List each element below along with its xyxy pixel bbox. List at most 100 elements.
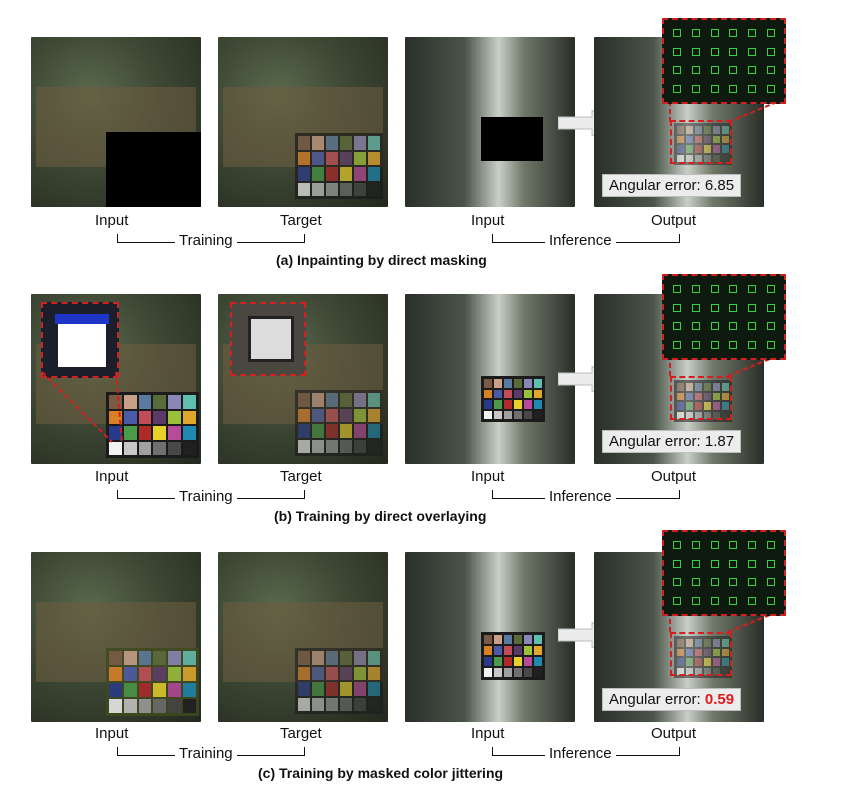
checker-patch <box>368 682 380 696</box>
checker-patch <box>168 683 182 697</box>
checker-patch <box>534 400 542 409</box>
checker-patch <box>312 151 324 165</box>
checker-patch <box>677 639 684 647</box>
zoom-patch <box>766 541 775 550</box>
checker-patch <box>340 666 352 680</box>
checker-patch <box>713 392 720 400</box>
checker-patch <box>686 126 693 134</box>
checker-patch <box>312 167 324 181</box>
checker-patch <box>354 151 366 165</box>
checker-patch <box>484 668 492 677</box>
zoom-patch <box>691 541 700 550</box>
checker-patch <box>153 683 167 697</box>
zoom-source-box <box>670 632 732 676</box>
checker-patch <box>677 154 684 162</box>
checker-patch <box>695 667 702 675</box>
zoom-patch <box>673 29 682 38</box>
checker-patch <box>138 667 152 681</box>
checker-patch <box>695 126 702 134</box>
checker-patch <box>722 383 729 391</box>
checker-patch <box>183 651 196 665</box>
checker-patch <box>340 151 352 165</box>
angular-error-prefix: Angular error: <box>609 691 705 708</box>
checker-patch <box>312 393 324 407</box>
checker-patch <box>722 648 729 656</box>
color-checker <box>106 392 199 458</box>
checker-patch <box>123 683 137 697</box>
checker-patch <box>713 126 720 134</box>
zoom-patch <box>673 322 682 331</box>
checker-patch <box>514 379 522 388</box>
checker-patch <box>514 389 522 398</box>
zoom-patch <box>766 322 775 331</box>
checker-patch <box>326 439 338 453</box>
caption-c: (c) Training by masked color jittering <box>258 765 504 781</box>
checker-patch <box>686 392 693 400</box>
checker-patch <box>298 167 310 181</box>
row-c-training-target-image <box>218 552 388 722</box>
checker-patch <box>677 648 684 656</box>
checker-patch <box>704 145 711 153</box>
checker-patch <box>686 411 693 419</box>
checker-patch <box>168 395 182 409</box>
zoom-patch <box>747 559 756 568</box>
checker-patch <box>484 410 492 419</box>
angular-error-value: 1.87 <box>704 433 735 450</box>
checker-patch <box>677 135 684 143</box>
checker-patch <box>514 646 522 655</box>
checker-patch <box>713 648 720 656</box>
zoom-patch <box>747 541 756 550</box>
checker-patch <box>298 651 310 665</box>
checker-patch <box>153 410 167 424</box>
mask-region <box>481 117 543 161</box>
zoom-patch <box>729 578 738 587</box>
color-checker <box>481 376 545 422</box>
checker-patch <box>326 393 338 407</box>
checker-patch <box>326 682 338 696</box>
row-a-training-target-image <box>218 37 388 207</box>
checker-patch <box>183 667 196 681</box>
training-target-label: Target <box>280 212 322 229</box>
training-input-label: Input <box>95 725 129 742</box>
training-bracket-label: Training <box>175 232 237 249</box>
inference-bracket-label: Inference <box>545 232 616 249</box>
checker-patch <box>368 182 380 196</box>
zoom-patch <box>729 596 738 605</box>
angular-error-badge: Angular error: 1.87 <box>602 430 742 453</box>
checker-patch <box>686 667 693 675</box>
checker-patch <box>168 667 182 681</box>
zoom-patch <box>710 303 719 312</box>
checker-patch <box>504 635 512 644</box>
checker-patch <box>109 683 122 697</box>
checker-patch <box>514 635 522 644</box>
zoom-patch <box>710 559 719 568</box>
checker-patch <box>686 145 693 153</box>
training-target-label: Target <box>280 468 322 485</box>
inference-bracket-label: Inference <box>545 488 616 505</box>
overlay-inset <box>41 302 119 378</box>
checker-patch <box>326 697 338 711</box>
zoom-patch <box>691 29 700 38</box>
zoom-patch <box>766 84 775 93</box>
checker-patch <box>123 651 137 665</box>
zoomed-patch-grid <box>662 530 786 616</box>
color-checker <box>674 123 732 165</box>
checker-patch <box>298 424 310 438</box>
checker-patch <box>340 682 352 696</box>
zoom-patch <box>729 322 738 331</box>
checker-patch <box>354 439 366 453</box>
checker-patch <box>123 410 137 424</box>
color-checker <box>481 632 545 680</box>
zoom-patch <box>710 541 719 550</box>
checker-patch <box>686 135 693 143</box>
checker-patch <box>713 154 720 162</box>
checker-patch <box>514 400 522 409</box>
checker-patch <box>704 383 711 391</box>
checker-patch <box>722 639 729 647</box>
zoom-patch <box>766 303 775 312</box>
checker-patch <box>722 392 729 400</box>
checker-patch <box>677 392 684 400</box>
checker-patch <box>183 683 196 697</box>
checker-patch <box>534 668 542 677</box>
checker-patch <box>504 389 512 398</box>
